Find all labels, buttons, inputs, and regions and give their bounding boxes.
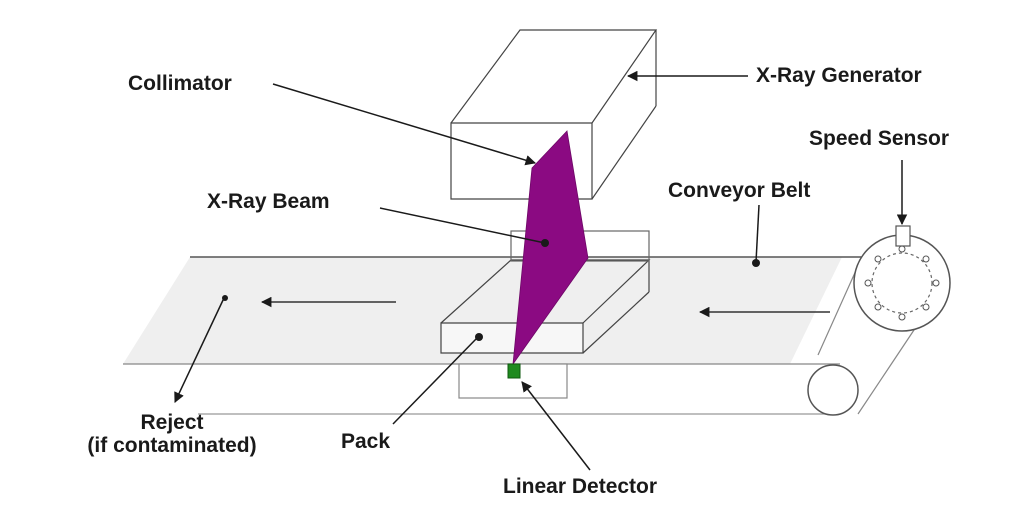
leader-collimator	[272, 83, 537, 166]
label-xray-beam: X-Ray Beam	[207, 190, 330, 213]
label-conveyor-belt: Conveyor Belt	[668, 179, 811, 202]
label-reject: Reject	[140, 411, 204, 434]
leader-reject	[174, 297, 225, 403]
label-pack: Pack	[341, 430, 391, 453]
label-linear-detector: Linear Detector	[503, 475, 658, 498]
label-reject-condition: (if contaminated)	[87, 434, 257, 457]
leader-dots	[222, 239, 760, 341]
leader-linear-detector	[521, 381, 591, 471]
label-speed-sensor: Speed Sensor	[809, 127, 950, 150]
conveyor-belt-surface	[123, 257, 842, 364]
label-collimator: Collimator	[128, 72, 232, 95]
lower-roller	[807, 364, 859, 416]
xray-generator-box	[450, 29, 658, 200]
leader-conveyor-belt	[755, 204, 760, 263]
leader-xray-beam	[379, 207, 546, 244]
leader-lines	[174, 70, 908, 471]
linear-detector	[507, 363, 521, 379]
leader-pack	[392, 337, 478, 425]
speed-sensor-wheel	[853, 225, 951, 332]
label-xray-generator: X-Ray Generator	[756, 64, 922, 87]
